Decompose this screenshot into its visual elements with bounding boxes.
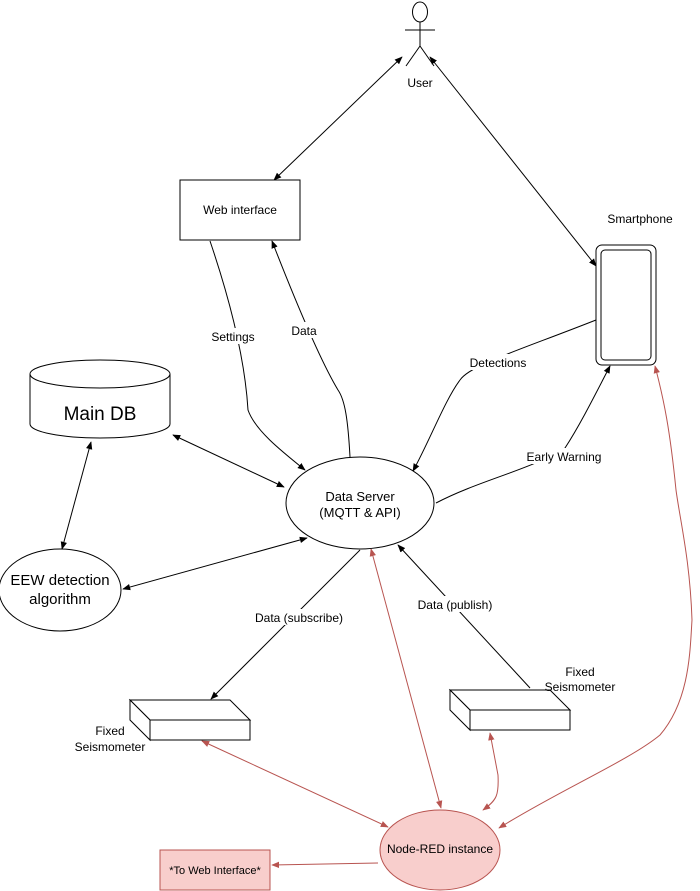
edge-eew-server (122, 536, 308, 591)
edge-user-smartphone (429, 56, 597, 267)
data-server-ellipse (285, 456, 435, 550)
edge-label-early-warning: Early Warning (527, 450, 602, 464)
edge-label-detections: Detections (470, 356, 527, 370)
fixed-seismometer-right-label-line2: Seismometer (545, 680, 616, 694)
to-web-interface-box (159, 849, 271, 891)
user-label: User (407, 76, 432, 90)
web-interface-label: Web interface (203, 203, 277, 217)
edge-nodered-server (369, 548, 443, 809)
node-red-ellipse (379, 809, 501, 891)
edge-data (271, 240, 351, 458)
main-db-cylinder (29, 359, 171, 439)
edge-nodered-left-seismometer (201, 740, 389, 828)
edge-web-user (273, 56, 403, 181)
edge-nodered-smartphone (498, 365, 693, 829)
fixed-seismometer-left-label-line2: Seismometer (75, 740, 146, 754)
eew-detection-ellipse (0, 548, 122, 632)
fixed-seismometer-right-shape (448, 688, 572, 732)
to-web-interface-label: *To Web Interface* (169, 865, 261, 877)
edge-db-eew (60, 441, 93, 550)
node-red-label: Node-RED instance (387, 842, 493, 856)
web-interface-box (179, 179, 301, 241)
edge-label-data: Data (291, 324, 317, 338)
edge-detections (412, 319, 597, 472)
data-server-label-line2: (MQTT & API) (319, 505, 400, 520)
edge-label-data-publish: Data (publish) (418, 598, 493, 612)
main-db-label: Main DB (64, 404, 137, 425)
user-actor-icon (405, 1, 435, 67)
edge-nodered-webref (271, 861, 379, 869)
edge-label-settings: Settings (211, 330, 254, 344)
edge-early-warning (435, 365, 611, 504)
edge-db-server (172, 434, 285, 488)
eew-label-line1: EEW detection (10, 572, 109, 589)
fixed-seismometer-right-label-line1: Fixed (565, 665, 594, 679)
fixed-seismometer-left-label-line1: Fixed (95, 724, 124, 738)
smartphone-label: Smartphone (607, 212, 673, 226)
edge-label-data-subscribe: Data (subscribe) (255, 611, 343, 625)
smartphone-icon (595, 244, 657, 366)
eew-label-line2: algorithm (29, 591, 91, 608)
data-server-label-line1: Data Server (325, 489, 395, 504)
edge-data-publish (397, 544, 531, 689)
fixed-seismometer-left-shape (128, 698, 252, 742)
edge-settings (209, 240, 306, 471)
edge-nodered-right-seismometer (482, 732, 499, 811)
